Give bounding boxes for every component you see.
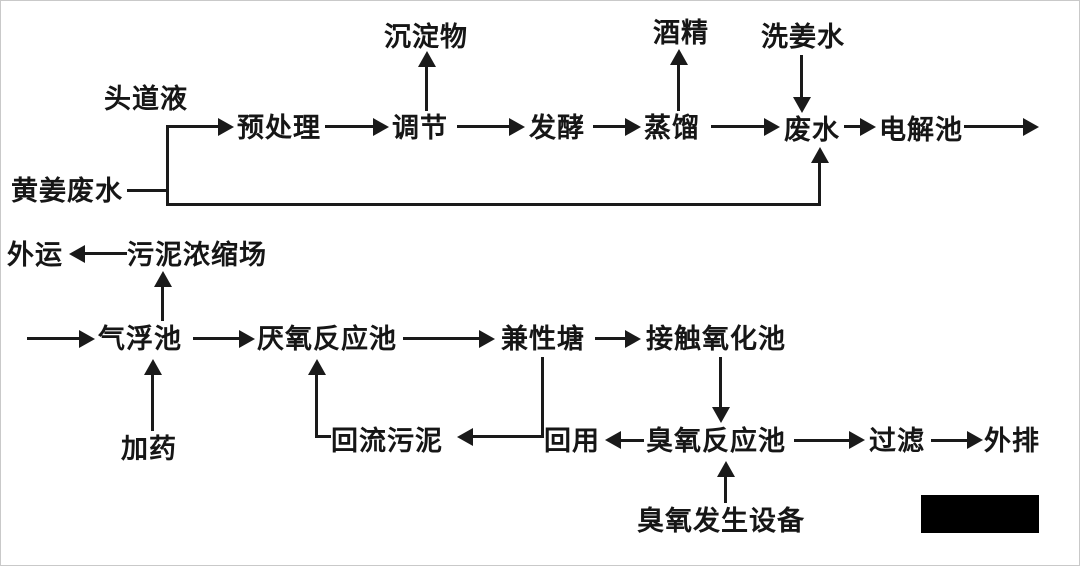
arrowhead-sediment-icon bbox=[418, 51, 436, 67]
arrowhead-alcohol-icon bbox=[670, 49, 688, 65]
arrowhead-pretreatment-icon bbox=[218, 118, 234, 136]
arrowhead-washwater-down-icon bbox=[793, 97, 811, 113]
line-fermentation-distillation bbox=[593, 125, 625, 128]
line-filtration-discharge bbox=[931, 439, 967, 442]
line-facultative-down bbox=[541, 357, 544, 437]
node-sludge-thickening-yard: 污泥浓缩场 bbox=[127, 240, 267, 270]
arrowhead-ozone-down-icon bbox=[712, 407, 730, 423]
redaction-block bbox=[921, 495, 1039, 533]
arrowhead-anaerobic-icon bbox=[239, 330, 255, 348]
arrowhead-outward-icon bbox=[69, 245, 85, 263]
node-alcohol: 酒精 bbox=[653, 18, 709, 48]
arrowhead-filtration-icon bbox=[849, 431, 865, 449]
node-electrolysis-cell: 电解池 bbox=[879, 115, 963, 145]
node-wastewater: 废水 bbox=[784, 115, 840, 145]
node-dosing: 加药 bbox=[121, 434, 177, 464]
node-ozone-reactor: 臭氧反应池 bbox=[646, 426, 786, 456]
line-ozone-reuse bbox=[621, 439, 644, 442]
line-regulation-sediment bbox=[425, 66, 428, 111]
node-reuse: 回用 bbox=[544, 426, 600, 456]
arrowhead-discharge-icon bbox=[967, 431, 983, 449]
arrowhead-wastewater-icon bbox=[764, 118, 780, 136]
line-washwater-wastewater bbox=[800, 55, 803, 97]
line-dosing-airflotation bbox=[151, 373, 154, 431]
arrowhead-distillation-icon bbox=[625, 118, 641, 136]
line-junction-to-pretreatment bbox=[168, 125, 218, 128]
node-discharge: 外排 bbox=[984, 426, 1040, 456]
line-ozone-filtration bbox=[794, 439, 849, 442]
line-airflotation-anaerobic bbox=[193, 337, 239, 340]
node-distillation: 蒸馏 bbox=[644, 113, 700, 143]
line-yellowginger-junction bbox=[127, 189, 169, 192]
line-returnsludge-left bbox=[315, 435, 331, 438]
line-distillation-wastewater bbox=[711, 125, 764, 128]
arrowhead-returnsludge-icon bbox=[457, 428, 473, 446]
node-outward-transport: 外运 bbox=[7, 240, 63, 270]
node-contact-oxidation-tank: 接触氧化池 bbox=[646, 324, 786, 354]
node-fermentation: 发酵 bbox=[529, 113, 585, 143]
line-contactoxidation-ozone bbox=[719, 357, 722, 407]
arrowhead-electrolysis-icon bbox=[860, 118, 876, 136]
line-anaerobic-facultative bbox=[403, 337, 479, 340]
line-returnsludge-up bbox=[315, 373, 318, 437]
node-facultative-pond: 兼性塘 bbox=[501, 324, 585, 354]
node-air-flotation-tank: 气浮池 bbox=[98, 324, 182, 354]
node-regulation: 调节 bbox=[392, 113, 448, 143]
arrowhead-airflotation-icon bbox=[79, 330, 95, 348]
arrowhead-facultative-icon bbox=[479, 330, 495, 348]
arrowhead-returnsludge-anaerobic-icon bbox=[308, 359, 326, 375]
line-regulation-fermentation bbox=[457, 125, 509, 128]
line-bypass-up bbox=[818, 161, 821, 205]
node-yellow-ginger-wastewater: 黄姜废水 bbox=[11, 176, 123, 206]
node-ozone-generator: 臭氧发生设备 bbox=[637, 506, 805, 536]
arrowhead-bypass-wastewater-icon bbox=[811, 147, 829, 163]
arrowhead-fermentation-icon bbox=[509, 118, 525, 136]
line-junction-vertical bbox=[166, 125, 169, 205]
arrowhead-generator-up-icon bbox=[717, 461, 735, 477]
node-return-sludge: 回流污泥 bbox=[331, 426, 443, 456]
line-pretreatment-regulation bbox=[325, 125, 373, 128]
line-facultative-contactoxidation bbox=[595, 337, 625, 340]
line-distillation-alcohol bbox=[677, 64, 680, 111]
line-in-airflotation bbox=[27, 337, 79, 340]
line-bypass-horizontal bbox=[166, 203, 821, 206]
node-first-extract: 头道液 bbox=[104, 84, 188, 114]
line-generator-ozone bbox=[724, 477, 727, 503]
line-electrolysis-out bbox=[964, 125, 1023, 128]
node-pretreatment: 预处理 bbox=[237, 113, 321, 143]
arrowhead-regulation-icon bbox=[373, 118, 389, 136]
node-ginger-wash-water: 洗姜水 bbox=[761, 22, 845, 52]
node-sediment: 沉淀物 bbox=[384, 22, 468, 52]
line-wastewater-electrolysis bbox=[844, 125, 860, 128]
arrowhead-reuse-icon bbox=[605, 431, 621, 449]
line-airflotation-sludgeyard bbox=[161, 285, 164, 321]
line-sludgeyard-outward bbox=[85, 252, 127, 255]
arrowhead-out-right-icon bbox=[1023, 118, 1039, 136]
line-to-returnsludge bbox=[473, 435, 544, 438]
node-anaerobic-reactor: 厌氧反应池 bbox=[257, 324, 397, 354]
arrowhead-dosing-up-icon bbox=[144, 359, 162, 375]
node-filtration: 过滤 bbox=[869, 426, 925, 456]
arrowhead-contactoxidation-icon bbox=[625, 330, 641, 348]
arrowhead-sludgeyard-icon bbox=[154, 271, 172, 287]
